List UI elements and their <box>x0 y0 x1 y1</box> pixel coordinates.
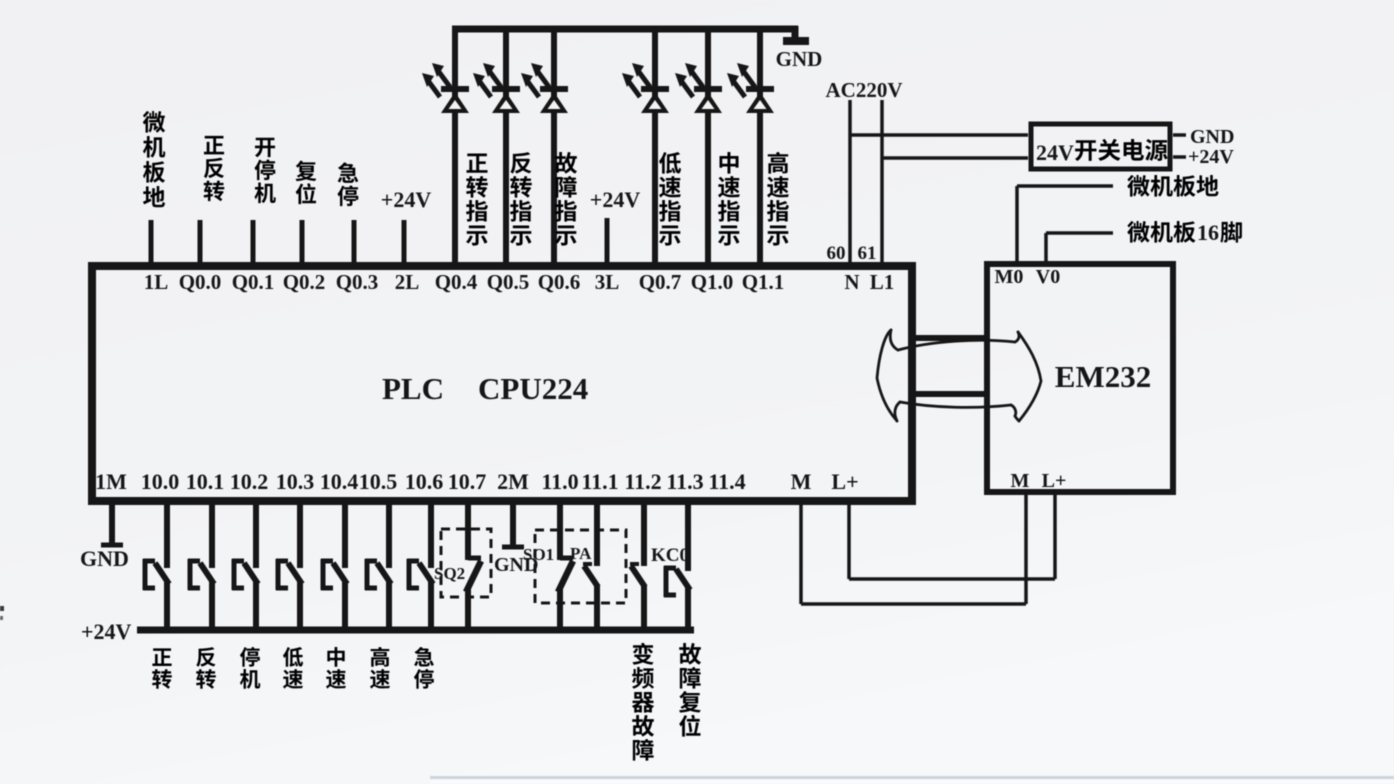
svg-text:Q0.1: Q0.1 <box>232 270 275 294</box>
svg-text:SQ2: SQ2 <box>434 564 465 583</box>
svg-text:Q0.2: Q0.2 <box>283 270 326 294</box>
svg-text:L+: L+ <box>831 469 858 494</box>
svg-text:M0: M0 <box>995 266 1024 288</box>
svg-text:L1: L1 <box>870 270 895 294</box>
svg-text:10.5: 10.5 <box>359 469 398 494</box>
svg-text:10.1: 10.1 <box>186 469 225 494</box>
svg-text:KC0: KC0 <box>651 545 689 566</box>
svg-text:Q0.3: Q0.3 <box>336 270 379 294</box>
svg-text:PA: PA <box>570 544 592 563</box>
svg-text:24V: 24V <box>1036 140 1074 165</box>
svg-text:Q0.0: Q0.0 <box>179 270 222 294</box>
svg-text:N: N <box>844 270 859 294</box>
svg-text:10.4: 10.4 <box>320 469 359 494</box>
svg-text:60: 60 <box>827 243 846 264</box>
svg-text:Q1.1: Q1.1 <box>742 270 785 294</box>
svg-text:10.6: 10.6 <box>405 469 444 494</box>
svg-text:Q1.0: Q1.0 <box>691 270 734 294</box>
svg-text:CPU224: CPU224 <box>478 371 588 406</box>
svg-text:V0: V0 <box>1036 266 1060 288</box>
svg-text:11.3: 11.3 <box>666 469 703 494</box>
svg-text:1M: 1M <box>95 469 127 494</box>
svg-text:GND: GND <box>80 546 129 571</box>
svg-text:GND: GND <box>776 47 823 71</box>
svg-text:10.0: 10.0 <box>141 469 180 494</box>
svg-text:Q0.6: Q0.6 <box>538 270 581 294</box>
svg-text:GND: GND <box>494 554 538 576</box>
svg-text:Q0.4: Q0.4 <box>435 270 478 294</box>
svg-text:1L: 1L <box>144 270 169 294</box>
svg-text:GND: GND <box>1190 126 1234 148</box>
svg-text:61: 61 <box>858 243 877 264</box>
svg-text:2L: 2L <box>395 270 420 294</box>
svg-text:+24V: +24V <box>590 187 641 212</box>
svg-text:3L: 3L <box>595 270 620 294</box>
svg-text:PLC: PLC <box>382 371 444 406</box>
svg-text:10.2: 10.2 <box>230 469 269 494</box>
svg-text:11.0: 11.0 <box>541 469 578 494</box>
svg-text:M: M <box>1011 470 1030 492</box>
svg-text:16: 16 <box>1197 220 1219 245</box>
svg-text:Q0.5: Q0.5 <box>487 270 530 294</box>
svg-text:+24V: +24V <box>81 619 132 644</box>
svg-text:10.7: 10.7 <box>448 469 487 494</box>
svg-text:M: M <box>791 469 812 494</box>
svg-text:11.2: 11.2 <box>624 469 661 494</box>
svg-text:11.4: 11.4 <box>708 469 745 494</box>
svg-text:+24V: +24V <box>1188 146 1234 168</box>
svg-text:10.3: 10.3 <box>276 469 315 494</box>
svg-text:2M: 2M <box>497 469 529 494</box>
svg-text:Q0.7: Q0.7 <box>639 270 682 294</box>
svg-text:L+: L+ <box>1042 470 1067 492</box>
svg-text:AC220V: AC220V <box>826 78 903 102</box>
svg-text:11.1: 11.1 <box>581 469 618 494</box>
svg-text:SO1: SO1 <box>523 545 554 564</box>
svg-text:+24V: +24V <box>381 187 432 212</box>
svg-text:EM232: EM232 <box>1055 359 1151 394</box>
